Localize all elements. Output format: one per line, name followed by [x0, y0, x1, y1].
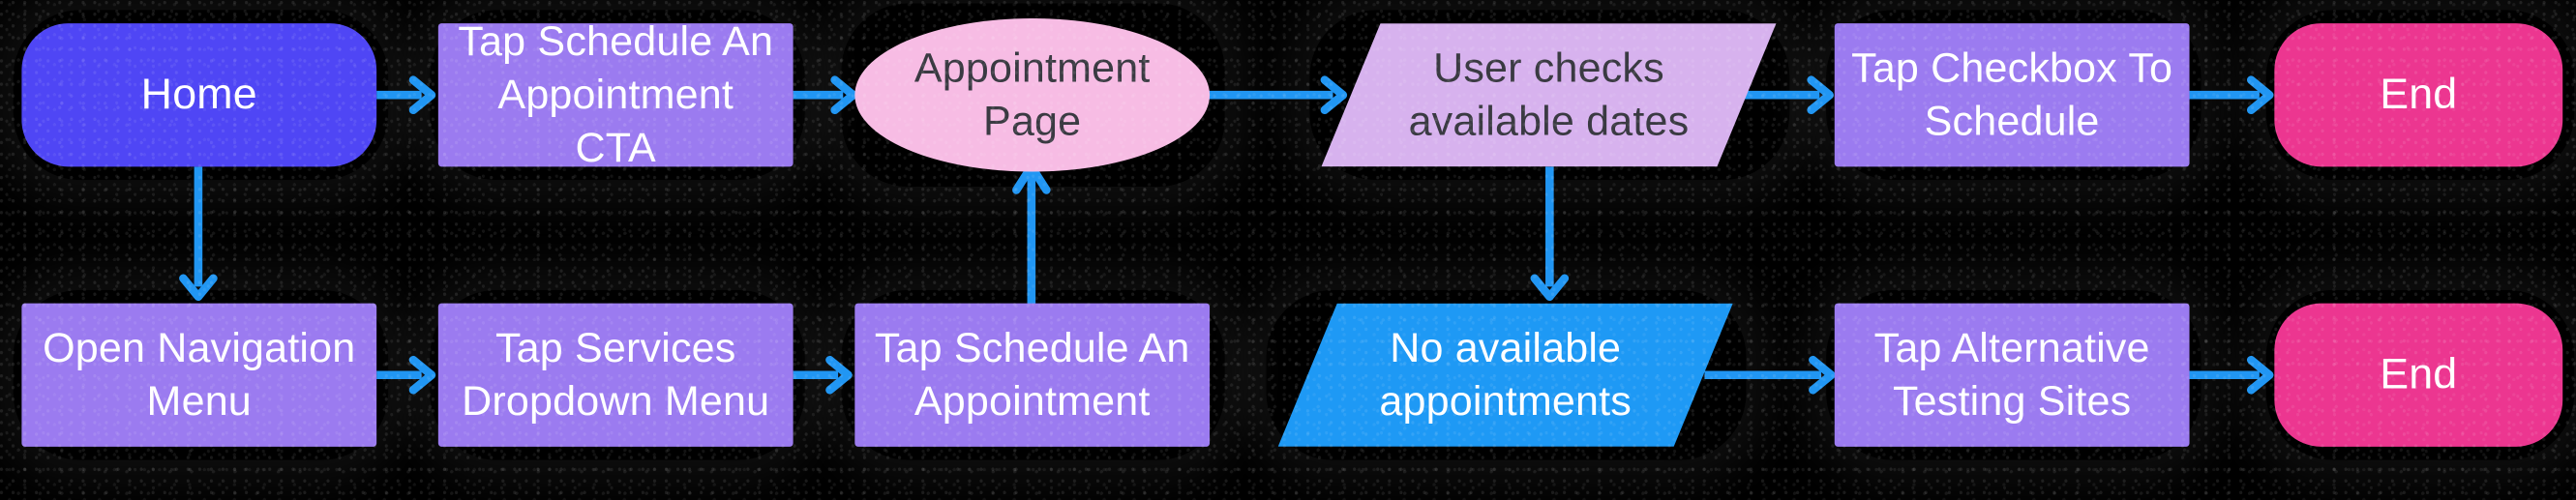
edge-no-appointments-to-alternative: [1704, 352, 1841, 398]
node-tap-alternative-sites-label: Tap Alternative Testing Sites: [1873, 325, 2150, 426]
edge-home-to-open-nav-menu: [175, 166, 222, 307]
edge-home-to-cta: [376, 72, 438, 118]
node-user-checks-dates[interactable]: User checks available dates: [1321, 23, 1777, 167]
node-tap-schedule-appointment-label: Tap Schedule An Appointment: [874, 325, 1190, 426]
node-home-label: Home: [140, 69, 257, 119]
edge-cta-to-appointment-page: [793, 72, 863, 118]
edge-user-checks-to-tap-checkbox: [1736, 72, 1840, 118]
node-open-nav-menu[interactable]: Open Navigation Menu: [21, 303, 377, 447]
node-tap-checkbox-label: Tap Checkbox To Schedule: [1851, 44, 2173, 145]
node-tap-schedule-cta-label: Tap Schedule An Appointment CTA: [458, 17, 774, 172]
edge-schedule-to-appointment-page: [1008, 157, 1055, 308]
node-end-bottom-label: End: [2380, 348, 2458, 399]
edge-tap-checkbox-to-end: [2189, 72, 2280, 118]
node-tap-services-dropdown-label: Tap Services Dropdown Menu: [462, 325, 770, 426]
node-open-nav-menu-label: Open Navigation Menu: [43, 325, 356, 426]
node-end-bottom[interactable]: End: [2274, 303, 2563, 447]
node-tap-alternative-sites[interactable]: Tap Alternative Testing Sites: [1834, 303, 2190, 447]
node-no-available-appointments[interactable]: No available appointments: [1277, 303, 1733, 447]
edge-appointment-page-to-user-checks: [1203, 72, 1353, 118]
node-appointment-page-label: Appointment Page: [914, 44, 1151, 145]
node-user-checks-dates-label: User checks available dates: [1408, 44, 1690, 145]
node-end-top[interactable]: End: [2274, 23, 2563, 167]
node-appointment-page[interactable]: Appointment Page: [854, 17, 1211, 172]
node-tap-services-dropdown[interactable]: Tap Services Dropdown Menu: [437, 303, 794, 447]
edge-user-checks-to-no-appointments: [1526, 166, 1573, 307]
edge-services-to-schedule: [793, 352, 855, 398]
node-tap-schedule-appointment[interactable]: Tap Schedule An Appointment: [854, 303, 1211, 447]
edge-open-nav-to-services: [376, 352, 438, 398]
edge-alternative-to-end: [2189, 352, 2280, 398]
node-tap-schedule-cta[interactable]: Tap Schedule An Appointment CTA: [437, 18, 794, 172]
node-tap-checkbox[interactable]: Tap Checkbox To Schedule: [1834, 23, 2190, 167]
node-no-available-appointments-label: No available appointments: [1379, 325, 1632, 426]
node-home[interactable]: Home: [21, 23, 377, 167]
node-end-top-label: End: [2380, 69, 2458, 119]
